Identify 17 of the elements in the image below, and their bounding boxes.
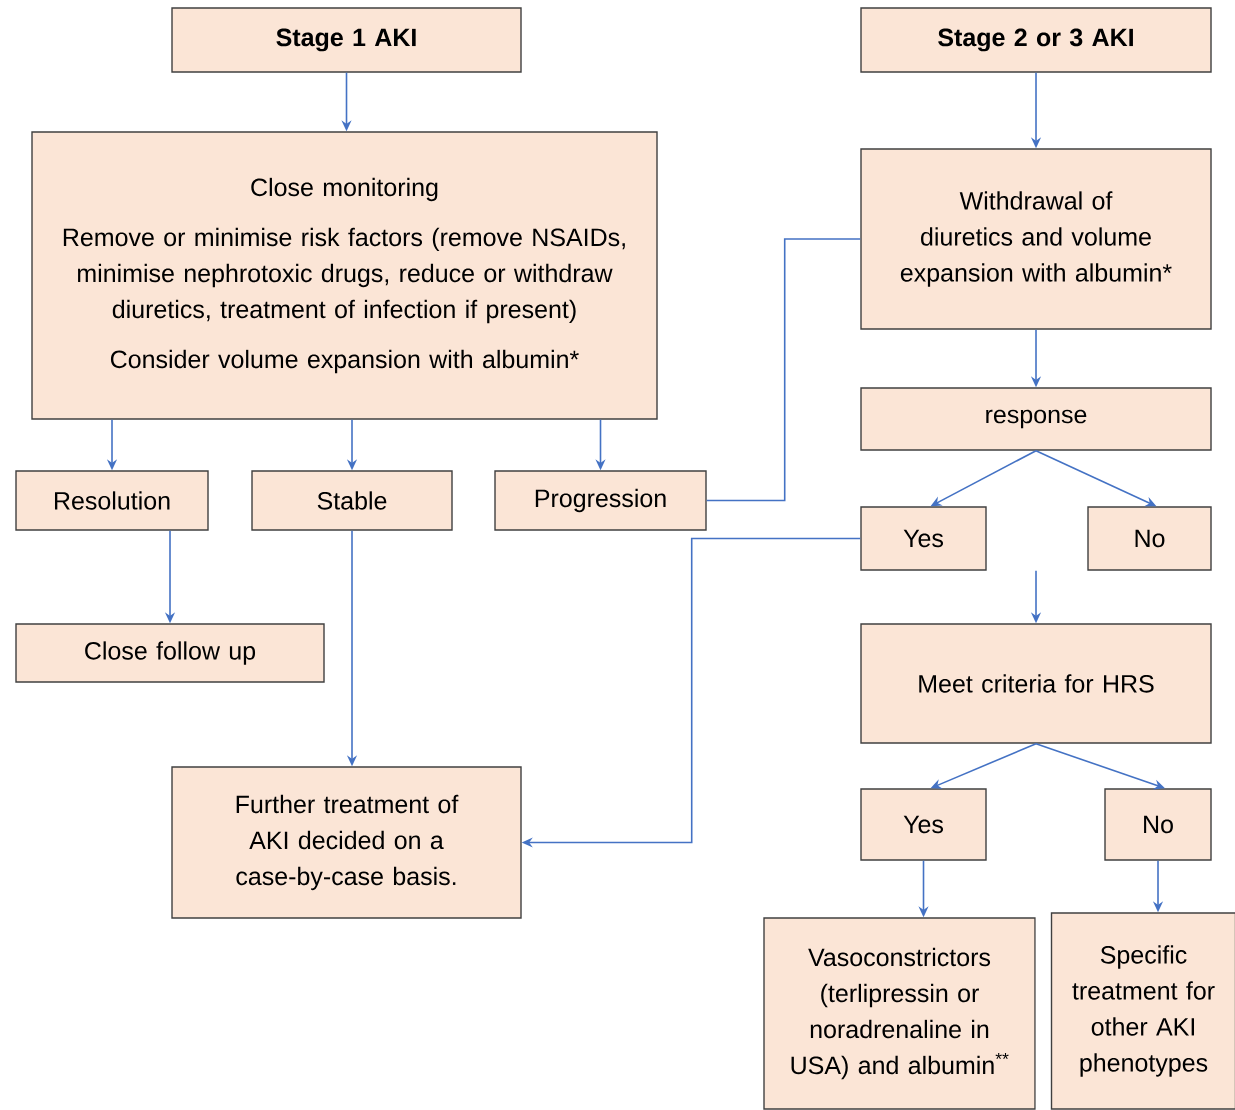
process-box: Further treatment of AKI decided on a case-by-case basis.	[171, 766, 522, 919]
process-box: Vasoconstrictors (terlipressin or noradrenaline in USA) and albumin$^{**}$	[763, 917, 1036, 1110]
process-box: response	[860, 387, 1212, 451]
process-box: Yes	[860, 788, 987, 861]
process-box: Progression	[494, 470, 707, 531]
process-box: Close monitoring Remove or minimise risk factors (remove NSAIDs, minimise nephrotoxic drugs, reduce or withdraw diuretics, treatment of infection if present) Consider volume expansion with albumin*	[31, 131, 658, 420]
process-box: No	[1104, 788, 1212, 861]
heading-box: Stage 2 or 3 AKI	[860, 7, 1212, 73]
process-box: Specific treatment for other AKI phenotypes	[1050, 912, 1235, 1110]
process-box: Close follow up	[15, 623, 325, 683]
process-box: No	[1087, 506, 1212, 571]
process-box: Yes	[860, 506, 987, 571]
process-box: Stable	[251, 470, 453, 531]
process-box: Resolution	[15, 470, 209, 531]
process-box: Meet criteria for HRS	[860, 623, 1212, 744]
process-box: Withdrawal of diuretics and volume expansion with albumin*	[860, 148, 1212, 330]
heading-box: Stage 1 AKI	[171, 7, 522, 73]
